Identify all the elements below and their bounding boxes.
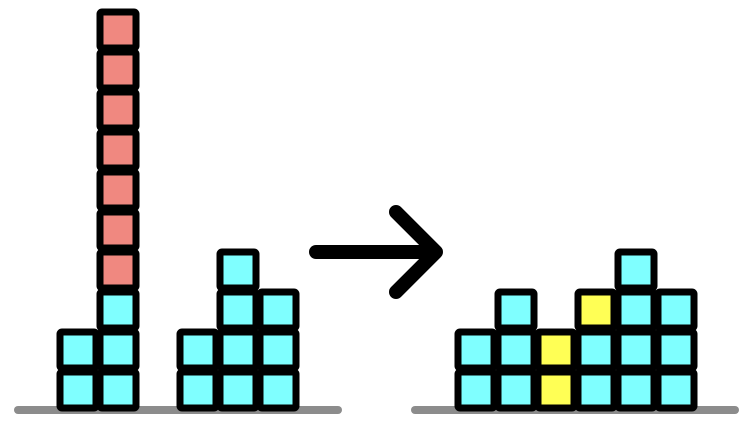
after-block-cyan (614, 328, 658, 372)
before-elevation-blocks (56, 8, 300, 412)
before-block-red (96, 88, 140, 132)
before-block-cyan (176, 328, 220, 372)
before-block-cyan (216, 248, 260, 292)
after-block-cyan (454, 368, 498, 412)
before-block-cyan (256, 368, 300, 412)
before-block-cyan (216, 368, 260, 412)
after-block-cyan (614, 288, 658, 332)
before-block-red (96, 248, 140, 292)
before-block-cyan (176, 368, 220, 412)
before-block-cyan (96, 328, 140, 372)
before-block-cyan (56, 328, 100, 372)
before-block-red (96, 8, 140, 52)
before-block-cyan (256, 288, 300, 332)
before-block-cyan (256, 328, 300, 372)
after-block-cyan (574, 328, 618, 372)
before-block-cyan (216, 328, 260, 372)
after-block-cyan (614, 368, 658, 412)
after-block-cyan (654, 328, 698, 372)
before-block-red (96, 168, 140, 212)
before-block-cyan (96, 288, 140, 332)
after-block-cyan (494, 368, 538, 412)
before-block-red (96, 208, 140, 252)
after-block-yellow (534, 328, 578, 372)
before-block-cyan (96, 368, 140, 412)
after-block-yellow (534, 368, 578, 412)
before-block-cyan (216, 288, 260, 332)
after-block-cyan (654, 288, 698, 332)
after-elevation-blocks (454, 248, 698, 412)
before-block-red (96, 128, 140, 172)
right-arrow-icon (309, 205, 443, 299)
after-block-cyan (494, 328, 538, 372)
after-block-yellow (574, 288, 618, 332)
before-block-cyan (56, 368, 100, 412)
before-block-red (96, 48, 140, 92)
after-block-cyan (454, 328, 498, 372)
after-block-cyan (574, 368, 618, 412)
after-block-cyan (494, 288, 538, 332)
after-block-cyan (654, 368, 698, 412)
after-block-cyan (614, 248, 658, 292)
